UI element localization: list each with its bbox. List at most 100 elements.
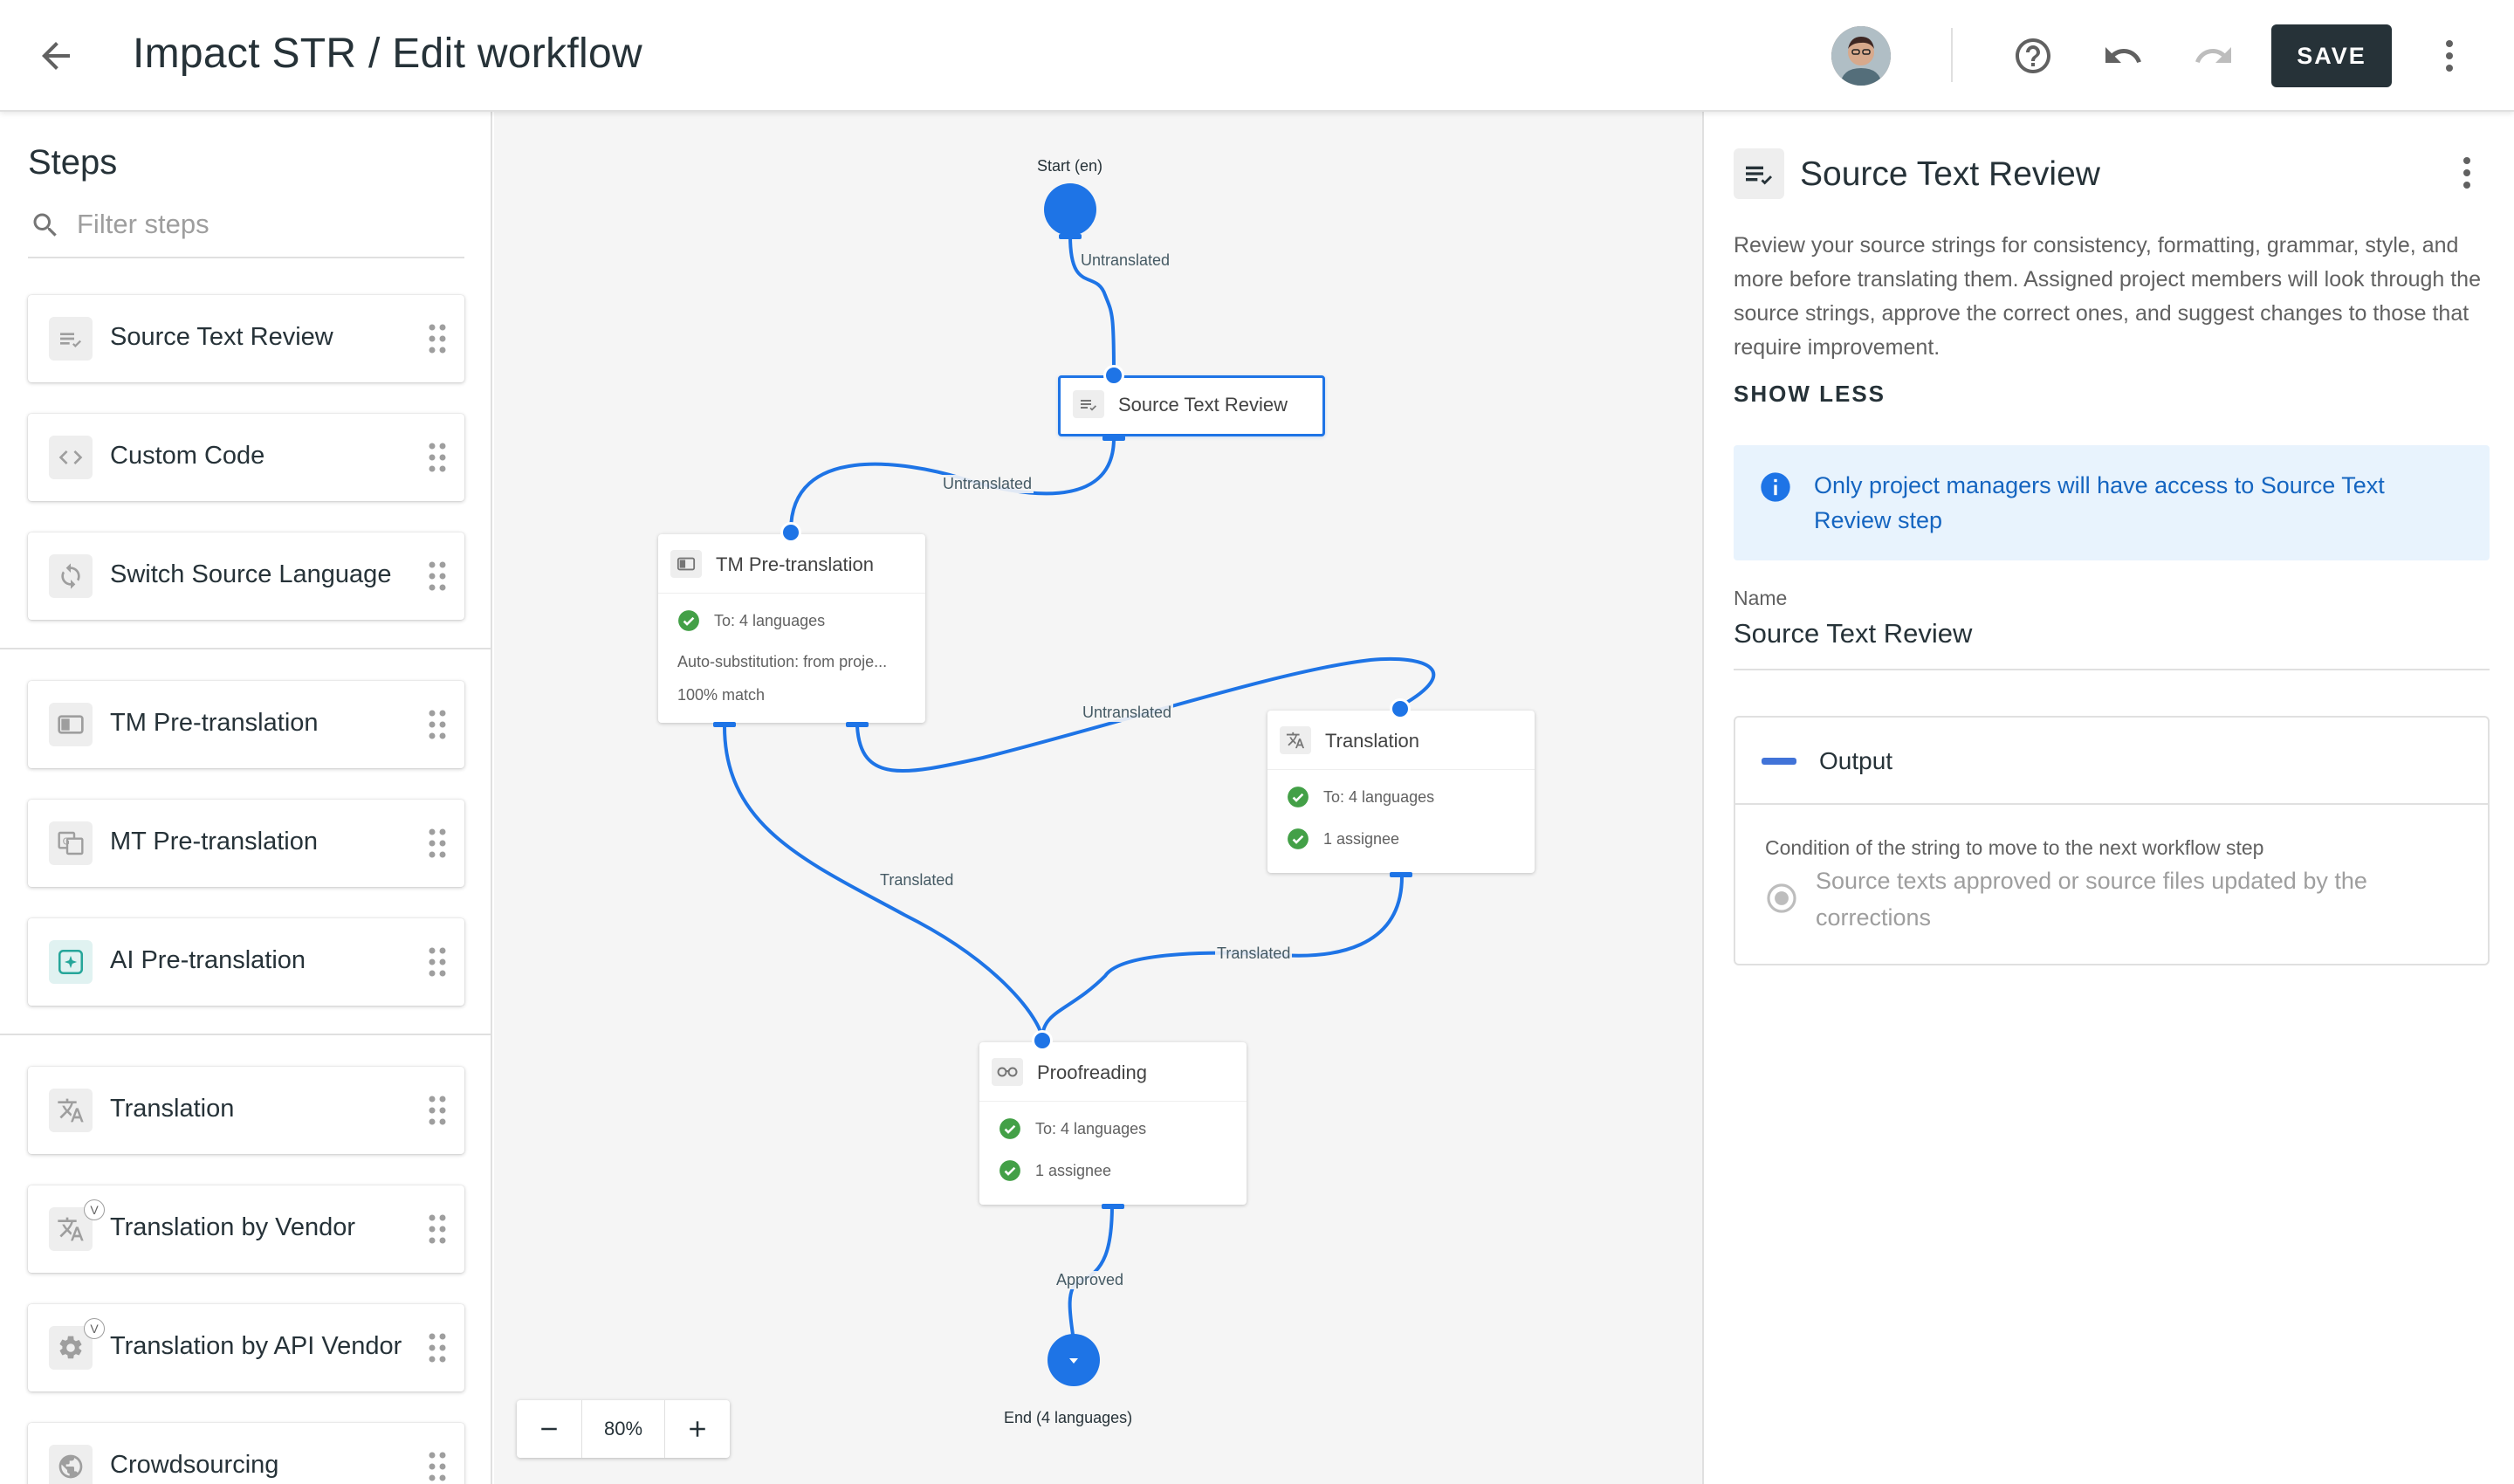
source-review-icon	[1734, 148, 1784, 199]
source-review-icon	[49, 317, 93, 361]
edge-label: Untranslated	[1079, 251, 1172, 270]
port-out[interactable]	[713, 722, 736, 727]
zoom-out-button[interactable]	[517, 1400, 581, 1458]
more-vert-icon[interactable]	[2428, 35, 2470, 77]
step-label: Translation by Vendor	[110, 1213, 356, 1241]
node-detail-row: To: 4 languages	[677, 609, 825, 632]
page-title: Impact STR / Edit workflow	[133, 31, 642, 77]
node-proofreading[interactable]: Proofreading To: 4 languages 1 assignee	[979, 1042, 1247, 1205]
node-source-text-review[interactable]: Source Text Review	[1058, 375, 1325, 436]
zoom-in-button[interactable]	[665, 1400, 730, 1458]
port-in[interactable]	[1103, 365, 1124, 386]
drag-handle-icon[interactable]	[428, 1095, 447, 1126]
save-button[interactable]: SAVE	[2271, 24, 2392, 87]
end-node[interactable]	[1048, 1334, 1100, 1386]
node-detail-row: 1 assignee	[999, 1159, 1111, 1182]
drag-handle-icon[interactable]	[428, 1451, 447, 1482]
output-title: Output	[1819, 747, 1893, 774]
step-ai-pre-translation[interactable]: AI Pre-translation	[28, 918, 464, 1006]
search-icon	[30, 210, 61, 241]
steps-panel: Steps Source Text Review Custom Code Swi…	[0, 112, 492, 1484]
port-out[interactable]	[1059, 234, 1082, 239]
info-icon	[1758, 470, 1793, 505]
undo-icon[interactable]	[2102, 35, 2144, 77]
code-icon	[49, 436, 93, 479]
step-mt-pre-translation[interactable]: G MT Pre-translation	[28, 800, 464, 887]
node-translation[interactable]: Translation To: 4 languages 1 assignee	[1267, 711, 1535, 873]
port-out[interactable]	[1390, 872, 1412, 877]
node-tm-pre-translation[interactable]: TM Pre-translation To: 4 languages Auto-…	[658, 534, 925, 723]
name-field[interactable]: Source Text Review	[1734, 618, 1973, 649]
drag-handle-icon[interactable]	[428, 323, 447, 354]
step-translation-by-vendor[interactable]: V Translation by Vendor	[28, 1185, 464, 1273]
port-in[interactable]	[1390, 698, 1411, 719]
show-less-link[interactable]: SHOW LESS	[1734, 381, 1886, 407]
top-app-bar: Impact STR / Edit workflow SAVE	[0, 0, 2514, 112]
port-out[interactable]	[846, 722, 869, 727]
node-detail-row: To: 4 languages	[999, 1117, 1146, 1140]
step-label: Source Text Review	[110, 323, 333, 351]
step-tm-pre-translation[interactable]: TM Pre-translation	[28, 681, 464, 768]
step-label: Crowdsourcing	[110, 1451, 279, 1479]
step-translation[interactable]: Translation	[28, 1067, 464, 1154]
details-title: Source Text Review	[1800, 155, 2100, 193]
condition-label: Condition of the string to move to the n…	[1765, 836, 2264, 859]
back-arrow-icon[interactable]	[35, 35, 77, 77]
drag-handle-icon[interactable]	[428, 560, 447, 592]
step-switch-source-language[interactable]: Switch Source Language	[28, 532, 464, 620]
port-in[interactable]	[780, 522, 801, 543]
drag-handle-icon[interactable]	[428, 946, 447, 978]
chevron-down-icon	[1069, 1358, 1078, 1364]
gear-icon	[49, 1326, 93, 1370]
step-source-text-review[interactable]: Source Text Review	[28, 295, 464, 382]
filter-steps-input[interactable]	[77, 203, 452, 246]
output-line-icon	[1762, 758, 1796, 765]
step-custom-code[interactable]: Custom Code	[28, 414, 464, 501]
mt-icon: G	[49, 821, 93, 865]
radio-checked-icon[interactable]	[1765, 882, 1798, 915]
node-header: Translation	[1267, 711, 1535, 770]
step-label: Custom Code	[110, 442, 265, 470]
node-title: Translation	[1325, 730, 1420, 752]
drag-handle-icon[interactable]	[428, 442, 447, 473]
node-languages: To: 4 languages	[1323, 787, 1435, 806]
step-label: MT Pre-translation	[110, 828, 318, 855]
glasses-icon	[992, 1058, 1023, 1086]
start-node[interactable]	[1044, 183, 1096, 236]
node-detail-row: To: 4 languages	[1287, 786, 1434, 808]
translate-icon	[1280, 726, 1311, 754]
step-translation-by-api-vendor[interactable]: V Translation by API Vendor	[28, 1304, 464, 1391]
drag-handle-icon[interactable]	[428, 828, 447, 859]
port-out[interactable]	[1102, 436, 1125, 441]
edge-tm-to-translation	[855, 656, 1436, 773]
drag-handle-icon[interactable]	[428, 709, 447, 740]
edge-label: Approved	[1054, 1271, 1126, 1289]
minus-icon	[541, 1427, 557, 1431]
drag-handle-icon[interactable]	[428, 1332, 447, 1364]
more-vert-icon[interactable]	[2449, 152, 2484, 194]
redo-icon[interactable]	[2193, 35, 2235, 77]
info-text: Only project managers will have access t…	[1814, 472, 2385, 533]
node-assignees: 1 assignee	[1323, 829, 1400, 848]
edge-label: Untranslated	[941, 475, 1034, 493]
workflow-canvas[interactable]: Start (en) Untranslated Untranslated Unt…	[494, 112, 1702, 1484]
zoom-level: 80%	[581, 1400, 665, 1458]
plus-icon	[690, 1421, 705, 1437]
drag-handle-icon[interactable]	[428, 1213, 447, 1245]
edge-tm-to-proof	[723, 725, 1044, 1041]
help-icon[interactable]	[2012, 35, 2054, 77]
user-avatar[interactable]	[1831, 26, 1891, 86]
step-crowdsourcing[interactable]: Crowdsourcing	[28, 1423, 464, 1484]
zoom-controls: 80%	[517, 1400, 730, 1458]
node-title: Source Text Review	[1118, 394, 1288, 416]
step-label: Translation by API Vendor	[110, 1332, 402, 1360]
step-label: TM Pre-translation	[110, 709, 319, 737]
node-title: Proofreading	[1037, 1061, 1147, 1083]
port-out[interactable]	[1102, 1204, 1124, 1209]
name-field-label: Name	[1734, 587, 1788, 609]
condition-option: Source texts approved or source files up…	[1816, 868, 2367, 931]
port-in[interactable]	[1032, 1030, 1053, 1051]
steps-title: Steps	[28, 143, 118, 182]
vendor-badge: V	[84, 1199, 105, 1220]
check-circle-icon	[999, 1118, 1020, 1139]
